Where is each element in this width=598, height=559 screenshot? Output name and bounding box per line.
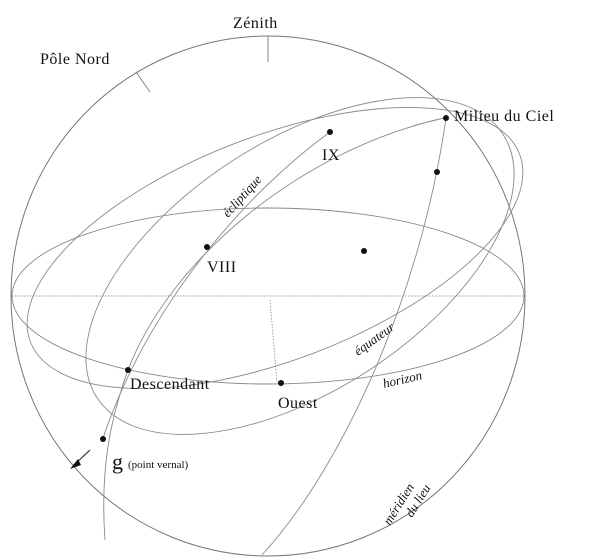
ix-point xyxy=(327,129,333,135)
viii-hour-circle xyxy=(102,131,331,439)
local-meridian xyxy=(261,117,447,556)
motion-arrow-head xyxy=(70,459,81,469)
ecliptic-equator-intersection-point xyxy=(434,169,440,175)
horizon-label: horizon xyxy=(381,367,423,391)
viii-point xyxy=(204,244,210,250)
point-vernal-label: (point vernal) xyxy=(128,459,189,471)
zenith-label: Zénith xyxy=(233,15,278,32)
descendant-point xyxy=(125,367,131,373)
ecliptique-label: écliptique xyxy=(219,172,265,220)
ouest-label: Ouest xyxy=(278,395,318,412)
equateur-label: équateur xyxy=(351,319,398,359)
g-label: g xyxy=(112,449,123,474)
pole-nord-label: Pôle Nord xyxy=(40,51,110,68)
equator-hour-point xyxy=(361,248,367,254)
milieu-du-ciel-point xyxy=(443,115,449,121)
milieu-du-ciel-label: Milieu du Ciel xyxy=(454,108,554,125)
viii-label: VIII xyxy=(207,259,237,276)
ouest-point xyxy=(278,380,284,386)
ix-label: IX xyxy=(322,147,340,164)
ix-hour-circle xyxy=(103,117,445,541)
point-vernal-point xyxy=(100,436,106,442)
descendant-label: Descendant xyxy=(130,376,210,393)
pole-nord-tick xyxy=(135,71,151,93)
ouest-dashed-line xyxy=(269,299,278,383)
equator-circle xyxy=(26,107,524,389)
ecliptic-circle xyxy=(85,97,515,435)
